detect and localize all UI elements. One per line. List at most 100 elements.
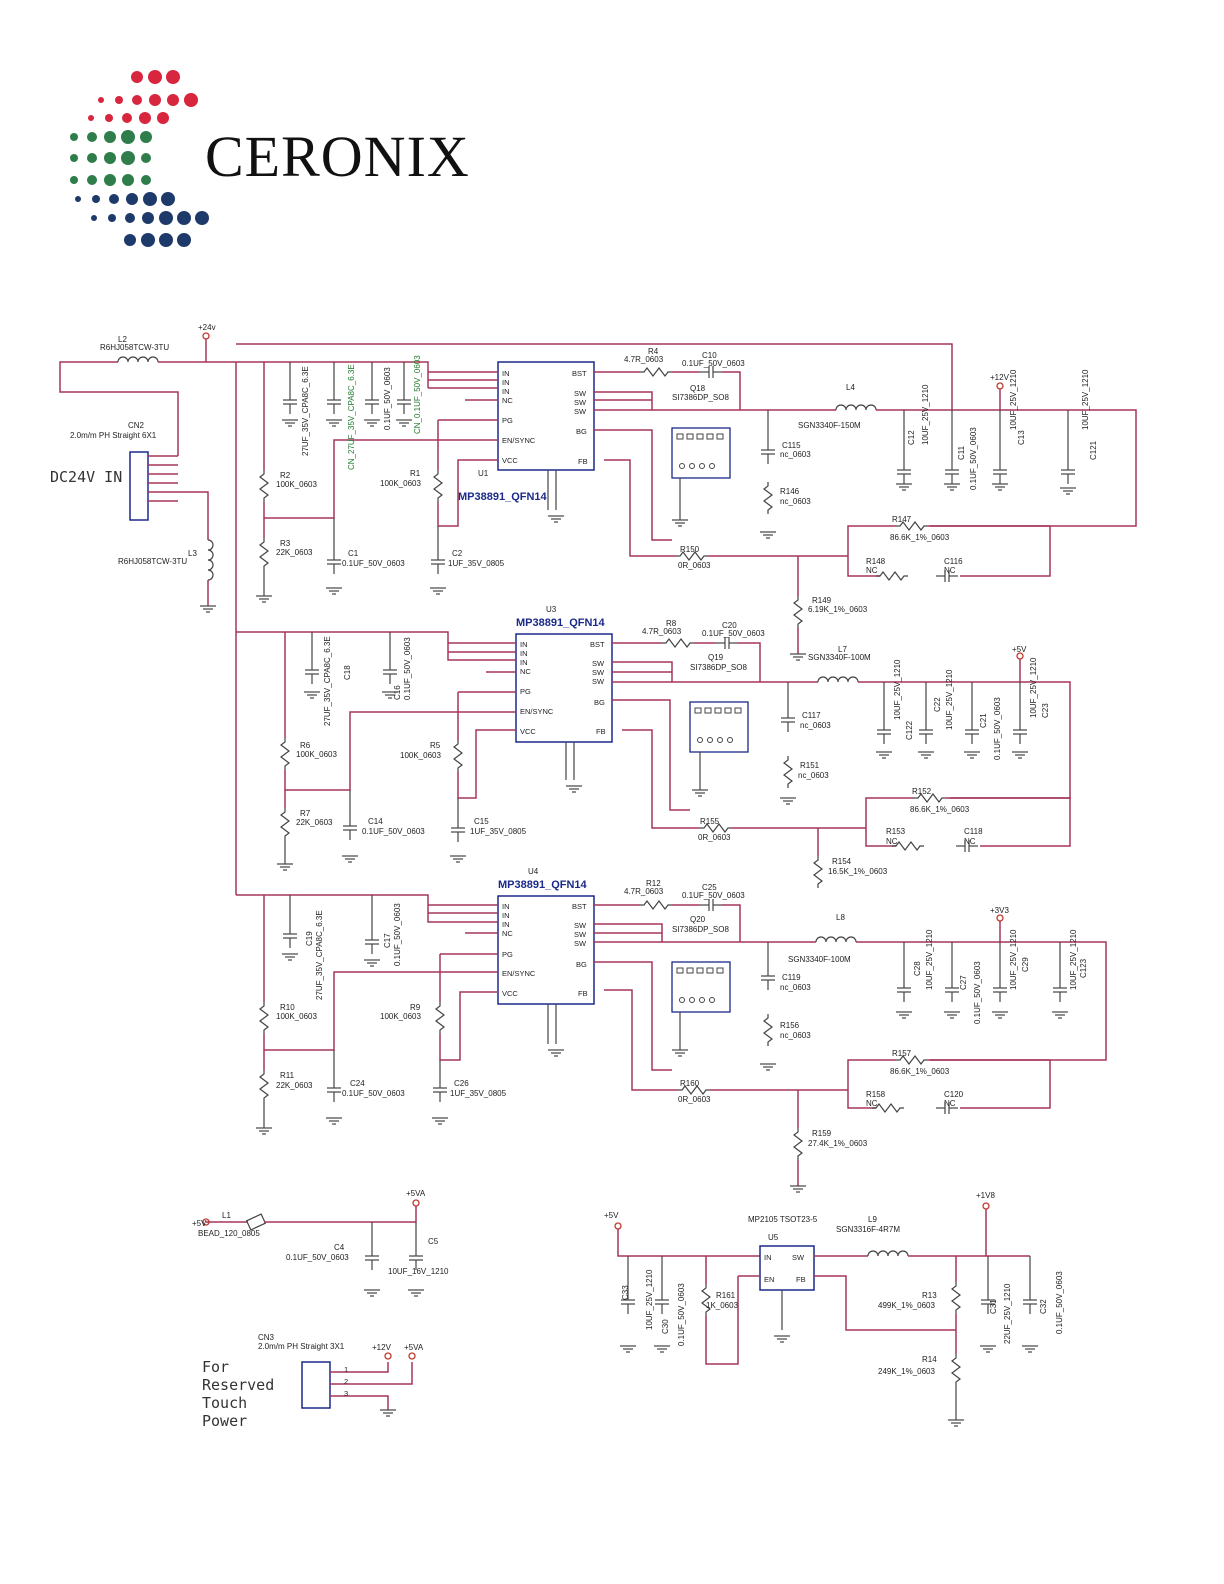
schematic-label: SW <box>574 939 587 948</box>
schematic-label: R160 <box>680 1079 700 1088</box>
schematic-label: C117 <box>802 711 821 720</box>
u5-block: +5V MP2105 TSOT23-5 U5 IN SW EN FB R1611… <box>604 1191 1064 1427</box>
schematic-label: SI7386DP_SO8 <box>690 663 747 672</box>
schematic-label: +5V <box>604 1211 619 1220</box>
schematic-label: +5VA <box>404 1343 424 1352</box>
q20-mosfet <box>671 961 731 1013</box>
note-line-3: Touch <box>202 1394 247 1412</box>
schematic-label: L8 <box>836 913 845 922</box>
logo-dot-grid <box>70 70 209 247</box>
l2-part: R6HJ058TCW-3TU <box>100 343 169 352</box>
schematic-label: 2 <box>344 1377 348 1386</box>
schematic-label: R11 <box>280 1071 295 1080</box>
schematic-label: Q18 <box>690 384 706 393</box>
schematic-label: C115 <box>782 441 801 450</box>
l2-ref: L2 <box>118 335 127 344</box>
schematic-label: 4.7R_0603 <box>624 887 664 896</box>
schematic-label: R153 <box>886 827 906 836</box>
schematic-label: C29 <box>1021 957 1030 972</box>
schematic-label: C32 <box>1039 1299 1048 1314</box>
schematic-label: 100K_0603 <box>276 1012 317 1021</box>
schematic-label: 2.0m/m PH Straight 3X1 <box>258 1342 345 1351</box>
cn2-connector <box>129 451 149 521</box>
u4-part: MP38891_QFN14 <box>498 879 588 891</box>
schematic-label: C116 <box>944 557 963 566</box>
schematic-label: 27UF_35V_CPA8C_6.3E <box>301 366 310 456</box>
schematic-label: L7 <box>838 645 847 654</box>
schematic-label: +5VA <box>406 1189 426 1198</box>
u1-ref: U1 <box>478 469 489 478</box>
schematic-label: C118 <box>964 827 983 836</box>
schematic-label: C18 <box>343 665 352 680</box>
schematic-label: 10UF_25V_1210 <box>945 669 954 730</box>
schematic-label: 10UF_25V_1210 <box>925 929 934 990</box>
schematic-label: 100K_0603 <box>296 750 337 759</box>
schematic-label: 10UF_25V_1210 <box>1009 369 1018 430</box>
schematic-label: 0.1UF_50V_0603 <box>677 1283 686 1346</box>
schematic-label: BG <box>576 960 587 969</box>
schematic-label: 0.1UF_50V_0603 <box>973 961 982 1024</box>
schematic-label: 10UF_25V_1210 <box>893 659 902 720</box>
schematic-label: C5 <box>428 1237 439 1246</box>
schematic-label: C30 <box>661 1319 670 1334</box>
schematic-label: IN <box>520 640 528 649</box>
schematic-label: R157 <box>892 1049 912 1058</box>
schematic-label: L4 <box>846 383 855 392</box>
schematic-label: SGN3340F-150M <box>798 421 861 430</box>
schematic-label: BST <box>590 640 605 649</box>
schematic-label: C119 <box>782 973 801 982</box>
schematic-label: SI7386DP_SO8 <box>672 393 729 402</box>
input-section: DC24V IN CN2 2.0m/m PH Straight 6X1 L2 R… <box>50 323 953 896</box>
schematic-label: R146 <box>780 487 800 496</box>
schematic-label: C10 <box>702 351 717 360</box>
rail-5v: +5V <box>1012 645 1027 654</box>
note-line-1: For <box>202 1358 229 1376</box>
schematic-label: 0R_0603 <box>678 1095 711 1104</box>
schematic-label: BST <box>572 369 587 378</box>
schematic-label: EN/SYNC <box>502 436 536 445</box>
schematic-label: SW <box>592 677 605 686</box>
schematic-label: R150 <box>680 545 700 554</box>
schematic-label: C14 <box>368 817 383 826</box>
schematic-label: 0.1UF_50V_0603 <box>403 637 412 700</box>
schematic-label: R8 <box>666 619 677 628</box>
schematic-label: IN <box>520 649 528 658</box>
schematic-label: IN <box>502 378 510 387</box>
schematic-label: SI7386DP_SO8 <box>672 925 729 934</box>
schematic-label: BG <box>576 427 587 436</box>
schematic-label: IN <box>502 387 510 396</box>
schematic-label: R161 <box>716 1291 736 1300</box>
schematic-label: 0.1UF_50V_0603 <box>1055 1271 1064 1334</box>
schematic-label: Q20 <box>690 915 706 924</box>
schematic-label: 0.1UF_50V_0603 <box>993 697 1002 760</box>
schematic-label: C121 <box>1089 440 1098 460</box>
schematic-label: +5V <box>192 1219 207 1228</box>
schematic-label: C28 <box>913 961 922 976</box>
u5-chip <box>759 1245 815 1291</box>
schematic-label: 10UF_25V_1210 <box>1029 657 1038 718</box>
schematic-label: 0.1UF_50V_0603 <box>969 427 978 490</box>
schematic-label: 100K_0603 <box>400 751 441 760</box>
schematic-label: 22K_0603 <box>296 818 333 827</box>
schematic-label: C1 <box>348 549 359 558</box>
rail-1v8: +1V8 <box>976 1191 995 1200</box>
schematic-label: nc_0603 <box>780 1031 811 1040</box>
schematic-label: R155 <box>700 817 720 826</box>
schematic-label: EN/SYNC <box>502 969 536 978</box>
schematic-label: NC <box>944 1099 956 1108</box>
schematic-label: EN/SYNC <box>520 707 554 716</box>
schematic-label: C12 <box>907 430 916 445</box>
schematic-label: MP2105 TSOT23-5 <box>748 1215 818 1224</box>
q19-mosfet <box>689 701 749 753</box>
schematic-label: R10 <box>280 1003 295 1012</box>
schematic-label: 1UF_35V_0805 <box>448 559 505 568</box>
schematic-label: nc_0603 <box>800 721 831 730</box>
schematic-label: 86.6K_1%_0603 <box>910 805 970 814</box>
schematic-label: C25 <box>702 883 717 892</box>
schematic-label: VCC <box>502 456 518 465</box>
schematic-label: IN <box>502 902 510 911</box>
schematic-label: 100K_0603 <box>276 480 317 489</box>
note-line-2: Reserved <box>202 1376 274 1394</box>
